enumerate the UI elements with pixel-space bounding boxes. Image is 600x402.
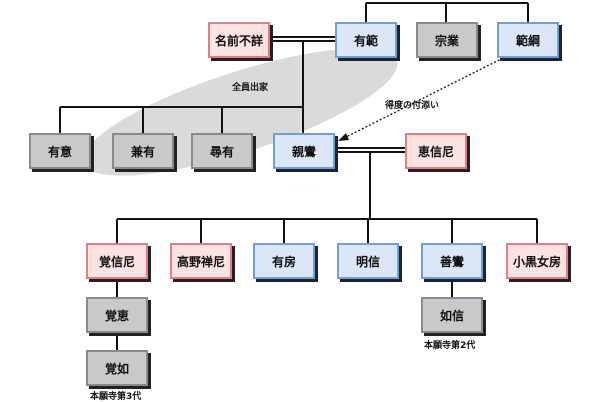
person-kakue: 覚恵 — [86, 297, 148, 333]
person-takano-zenni: 高野禅尼 — [170, 243, 232, 279]
person-nyoshin: 如信 — [421, 297, 483, 333]
person-meizen-fusho: 名前不詳 — [208, 22, 270, 58]
person-myoshin: 明信 — [337, 243, 399, 279]
person-noritsuna: 範綱 — [497, 22, 559, 58]
person-shinran: 親鸞 — [273, 133, 335, 169]
person-aribo: 有房 — [253, 243, 315, 279]
person-arinori: 有範 — [335, 22, 397, 58]
person-koguro-nyobo: 小黒女房 — [506, 243, 568, 279]
person-arii: 有意 — [29, 133, 91, 169]
person-kanenari: 兼有 — [112, 133, 174, 169]
person-hiroari: 尋有 — [191, 133, 253, 169]
tokudo-arrowhead — [338, 133, 349, 141]
person-kakushinni: 覚信尼 — [86, 243, 148, 279]
person-eshinni: 恵信尼 — [405, 133, 467, 169]
person-zenran: 善鸞 — [421, 243, 483, 279]
person-kakunyo: 覚如 — [86, 350, 148, 386]
tokudo-arrow — [343, 57, 504, 139]
tokudo-label: 得度の付添い — [385, 101, 440, 111]
honganji-3-label: 本願寺第3代 — [90, 392, 142, 402]
honganji-2-label: 本願寺第2代 — [424, 341, 476, 351]
person-sogyo: 宗業 — [416, 22, 478, 58]
all-ordained-label: 全員出家 — [232, 83, 269, 93]
